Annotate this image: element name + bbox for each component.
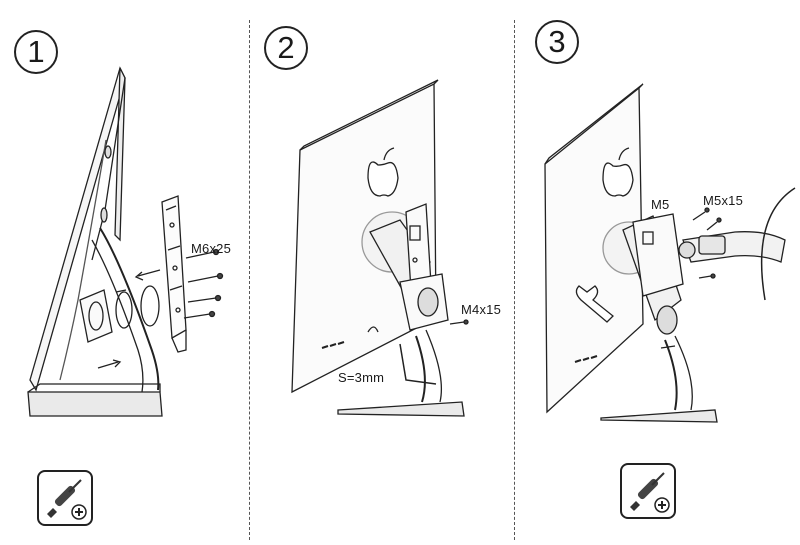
screw-label-m4x15: M4x15: [461, 302, 502, 317]
phillips-screwdriver-icon: [630, 472, 670, 513]
step-2-number: 2: [264, 26, 308, 70]
step-1-illustration: [27, 66, 224, 417]
hex-key-label: S=3mm: [338, 370, 385, 385]
divider-right: [514, 20, 515, 540]
step-2-illustration: [291, 79, 469, 417]
screw-label-m5x15: M5x15: [703, 193, 744, 208]
step-3-illustration: [544, 83, 796, 423]
step-3-number: 3: [535, 20, 579, 64]
step-1-number: 1: [14, 30, 58, 74]
screw-label-m5: M5: [651, 197, 670, 212]
divider-left: [249, 20, 250, 540]
tool-box-step-3: [620, 463, 676, 519]
tool-box-step-1: [37, 470, 93, 526]
screw-label-m6x25: M6x25: [191, 241, 232, 256]
phillips-screwdriver-icon: [47, 479, 87, 520]
